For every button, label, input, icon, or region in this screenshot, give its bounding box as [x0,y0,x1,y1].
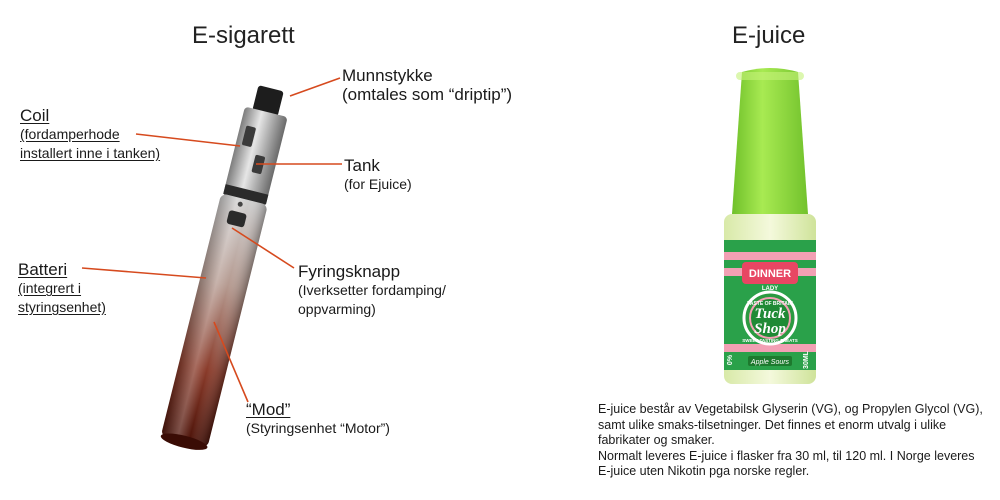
label-coil-sub2: installert inne i tanken) [20,145,161,161]
description-para2: Normalt leveres E-juice i flasker fra 30… [598,448,975,479]
e-juice-title: E-juice [732,22,806,49]
callout-fyringsknapp [231,227,295,269]
callout-mod [213,321,249,403]
fire-button-shape [226,210,247,228]
e-juice-bottle [724,68,816,384]
bottle-logo-line2: Shop [754,321,786,337]
label-coil-sub1: (fordamperhode [20,126,120,142]
callout-batteri [81,267,207,279]
bottle-flavor: Apple Sours [750,359,790,366]
bottle-brand-text: DINNER [749,268,791,280]
callout-munnstykke [289,77,341,97]
e-cigarette-title: E-sigarett [192,22,295,49]
label-mod-sub: (Styringsenhet “Motor”) [246,420,390,436]
label-fyringsknapp-sub2: oppvarming) [298,301,376,317]
bottle-ring-top: TASTE OF BRITAIN [747,301,793,307]
label-tank-sub: (for Ejuice) [344,176,412,192]
bottle-volume: 30ML [803,350,810,369]
mouthpiece-shape [252,85,284,117]
label-fyringsknapp-sub1: (Iverksetter fordamping/ [298,282,446,298]
label-munnstykke-sub: (omtales som “driptip”) [342,85,513,104]
bottle-logo-line1: Tuck [754,306,786,322]
label-batteri-sub1: (integrert i [18,280,82,296]
label-batteri-sub2: styringsenhet) [18,299,106,315]
label-mod-main: “Mod” [246,400,291,419]
description-para1: E-juice består av Vegetabilsk Glyserin (… [598,402,983,447]
bottle-cap [732,68,808,218]
bottle-nicotine: 0% [727,354,734,365]
label-coil-main: Coil [20,106,50,125]
label-munnstykke: Munnstykke (omtales som “driptip”) [342,66,512,104]
bottle-ring-bottom: SWEET TASTING TREATS [742,338,798,343]
label-tank-main: Tank [344,156,380,175]
bottle-brand-sub: LADY [762,286,778,292]
label-munnstykke-main: Munnstykke [342,66,433,85]
callout-coil [135,133,241,147]
label-coil: Coil (fordamperhode installert inne i ta… [20,106,160,163]
e-juice-description: E-juice består av Vegetabilsk Glyserin (… [598,402,988,480]
label-batteri-main: Batteri [18,260,68,279]
label-mod: “Mod” (Styringsenhet “Motor”) [246,400,390,438]
callout-lines [81,77,342,403]
label-fyringsknapp: Fyringsknapp (Iverksetter fordamping/ op… [298,262,446,319]
label-tank: Tank (for Ejuice) [344,156,412,194]
label-batteri: Batteri (integrert i styringsenhet) [18,260,106,317]
label-fyringsknapp-main: Fyringsknapp [298,262,401,281]
